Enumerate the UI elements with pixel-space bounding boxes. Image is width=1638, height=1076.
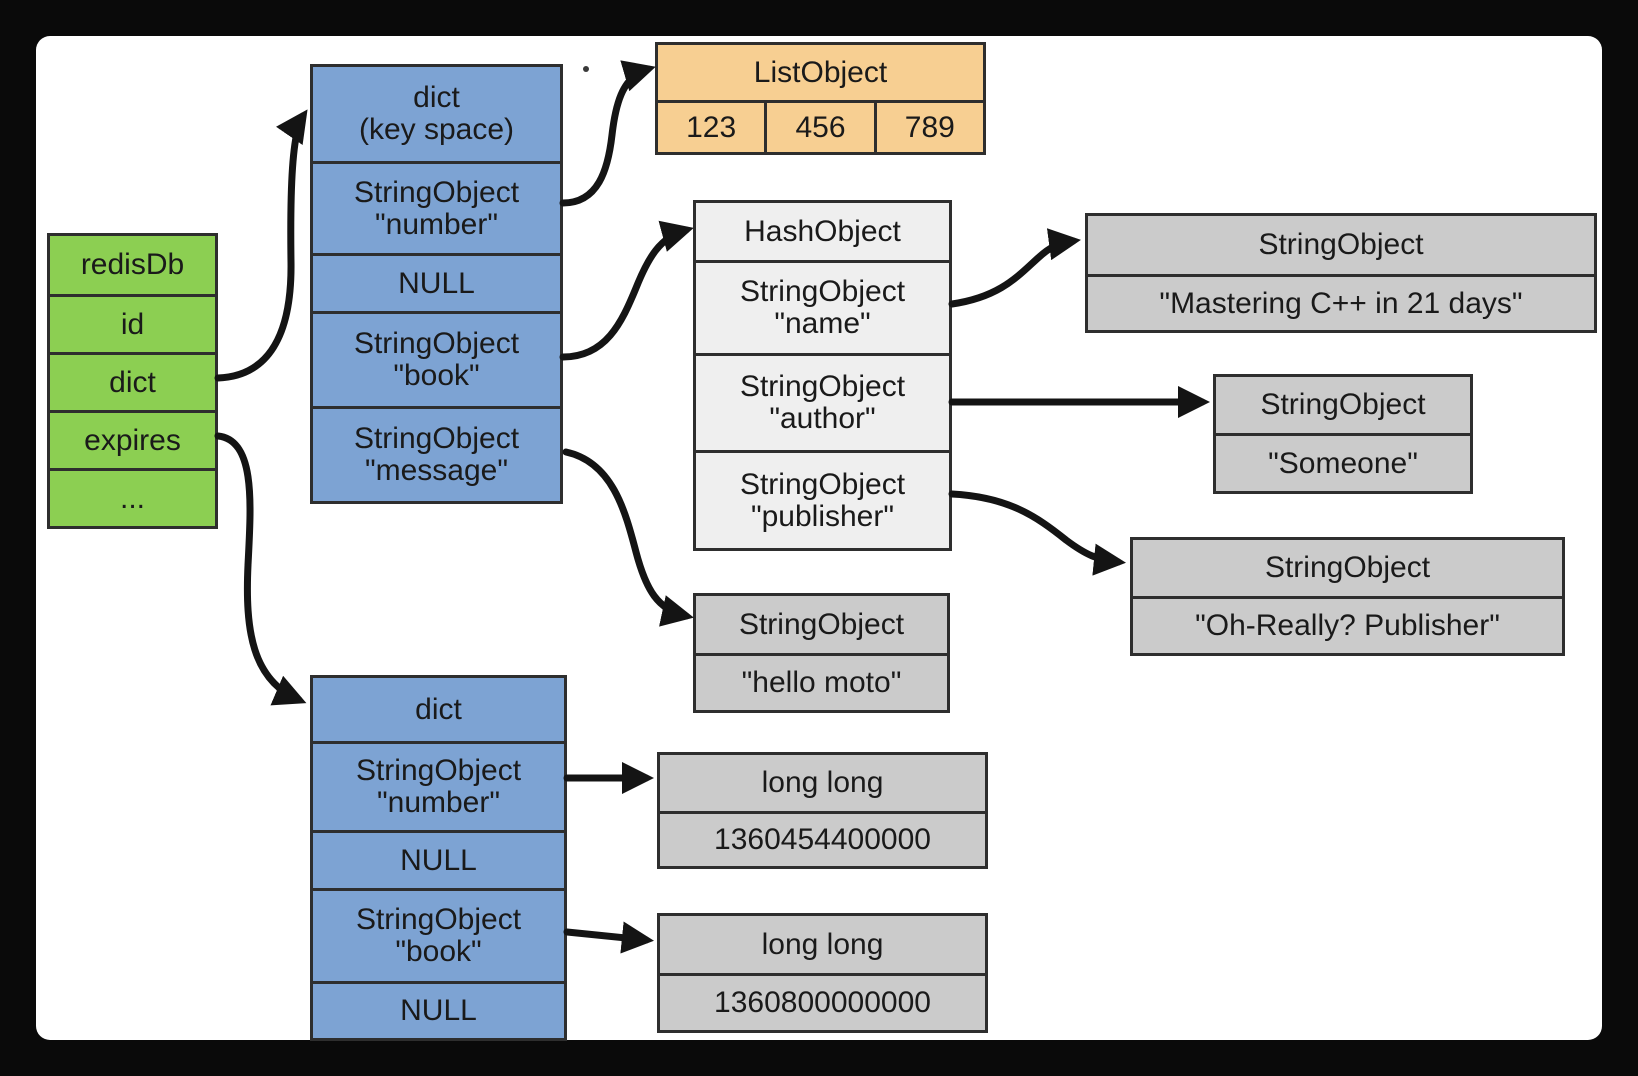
list-cell: 789 xyxy=(873,103,983,152)
list-cell: 123 xyxy=(686,110,737,144)
row-expires-pointer: expires xyxy=(50,410,215,468)
string-object-someone-node: StringObject "Someone" xyxy=(1213,374,1473,494)
string-object-hello-node: StringObject "hello moto" xyxy=(693,593,950,713)
row-field-author: StringObject "author" xyxy=(696,353,949,450)
node-header: StringObject xyxy=(1088,216,1594,274)
node-header: ListObject xyxy=(658,45,983,100)
row-label: "author" xyxy=(769,402,876,435)
row-label: StringObject xyxy=(353,175,520,209)
string-object-mastering-node: StringObject "Mastering C++ in 21 days" xyxy=(1085,213,1597,333)
row-key-number: StringObject "number" xyxy=(313,741,564,830)
row-label: "Mastering C++ in 21 days" xyxy=(1159,286,1523,320)
row-label: StringObject xyxy=(738,607,905,641)
row-label: ListObject xyxy=(753,55,888,89)
hash-object-node: HashObject StringObject "name" StringObj… xyxy=(693,200,952,551)
longlong-number-node: long long 1360454400000 xyxy=(657,752,988,869)
row-label: StringObject xyxy=(739,370,906,404)
row-dict-title: dict xyxy=(313,678,564,741)
row-label: StringObject xyxy=(739,467,906,501)
row-label: long long xyxy=(761,766,884,800)
row-label: long long xyxy=(761,927,884,961)
node-value: "Someone" xyxy=(1216,433,1470,491)
row-key-message: StringObject "message" xyxy=(313,406,560,501)
row-null: NULL xyxy=(313,981,564,1038)
row-key-number: StringObject "number" xyxy=(313,161,560,253)
row-null: NULL xyxy=(313,830,564,888)
node-value: "Mastering C++ in 21 days" xyxy=(1088,274,1594,330)
node-header: StringObject xyxy=(696,596,947,653)
redisdb-struct: redisDb id dict expires ... xyxy=(47,233,218,529)
row-label: StringObject xyxy=(739,275,906,309)
expires-dict-struct: dict StringObject "number" NULL StringOb… xyxy=(310,675,567,1041)
row-key-book: StringObject "book" xyxy=(313,888,564,981)
row-label: HashObject xyxy=(744,214,901,248)
node-value: "hello moto" xyxy=(696,653,947,710)
row-label: NULL xyxy=(400,843,477,877)
keyspace-dict-struct: dict (key space) StringObject "number" N… xyxy=(310,64,563,504)
node-header: StringObject xyxy=(1216,377,1470,433)
row-id: id xyxy=(50,294,215,352)
row-label: "number" xyxy=(376,786,501,819)
string-object-ohreally-node: StringObject "Oh-Really? Publisher" xyxy=(1130,537,1565,656)
row-label: StringObject xyxy=(353,327,520,361)
row-redisdb: redisDb xyxy=(50,236,215,294)
longlong-book-node: long long 1360800000000 xyxy=(657,913,988,1033)
row-label: 1360454400000 xyxy=(714,823,931,857)
row-label: StringObject xyxy=(1260,388,1426,422)
row-label: "publisher" xyxy=(750,499,895,533)
row-label: StringObject xyxy=(1258,228,1424,262)
stray-dot xyxy=(583,66,589,72)
node-value: 1360800000000 xyxy=(660,973,985,1030)
row-label: NULL xyxy=(398,266,475,300)
row-label: "Oh-Really? Publisher" xyxy=(1195,609,1500,643)
row-key-book: StringObject "book" xyxy=(313,311,560,406)
row-label: expires xyxy=(84,423,181,457)
row-label: dict xyxy=(415,692,462,726)
row-label: "number" xyxy=(374,207,499,241)
node-value: 1360454400000 xyxy=(660,811,985,866)
row-label: (key space) xyxy=(358,113,515,146)
row-label: StringObject xyxy=(355,903,522,937)
row-label: "message" xyxy=(364,454,509,487)
row-label: "book" xyxy=(393,359,480,392)
list-cell: 456 xyxy=(764,103,873,152)
row-null: NULL xyxy=(313,253,560,311)
row-label: id xyxy=(120,307,145,341)
row-label: "book" xyxy=(395,935,482,968)
row-dict-pointer: dict xyxy=(50,352,215,410)
row-label: "name" xyxy=(774,307,871,340)
row-label: StringObject xyxy=(353,422,520,456)
row-label: StringObject xyxy=(355,754,522,788)
node-header: long long xyxy=(660,755,985,811)
node-header: long long xyxy=(660,916,985,973)
node-value: "Oh-Really? Publisher" xyxy=(1133,596,1562,653)
list-object-node: ListObject 123 456 789 xyxy=(655,42,986,155)
row-label: NULL xyxy=(400,994,477,1028)
node-header: HashObject xyxy=(696,203,949,260)
row-field-name: StringObject "name" xyxy=(696,260,949,353)
row-label: StringObject xyxy=(1264,551,1431,585)
row-dict-keyspace-title: dict (key space) xyxy=(313,67,560,161)
node-header: StringObject xyxy=(1133,540,1562,596)
list-cells: 123 456 789 xyxy=(658,100,983,152)
row-ellipsis: ... xyxy=(50,468,215,526)
row-label: redisDb xyxy=(80,248,185,282)
row-label: "Someone" xyxy=(1268,446,1418,480)
row-label: dict xyxy=(109,365,156,399)
row-label: ... xyxy=(119,481,145,515)
row-field-publisher: StringObject "publisher" xyxy=(696,450,949,548)
row-label: 1360800000000 xyxy=(714,986,931,1020)
row-label: dict xyxy=(413,81,460,115)
row-label: "hello moto" xyxy=(741,666,902,700)
